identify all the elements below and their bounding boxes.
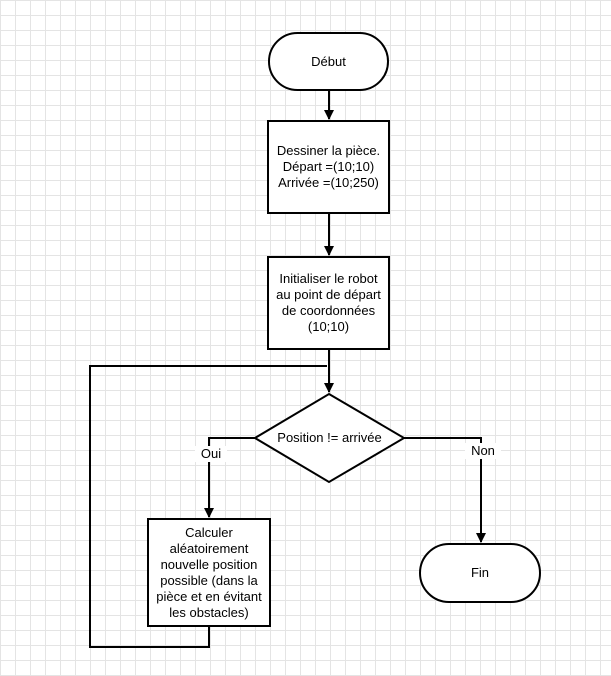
draw-room-line: Dessiner la pièce. [276,143,381,158]
end-terminator [419,543,541,603]
end-label: Fin [470,565,490,580]
init-robot-line: au point de départ [276,287,381,302]
draw-room-line: Arrivée =(10;250) [278,175,379,190]
compute-line: Calculer [185,524,233,540]
edge-decision-yes [204,437,255,518]
init-robot-line: de coordonnées [281,303,376,318]
position-decision [253,392,406,484]
compute-position-process [147,518,271,627]
compute-line: les obstacles) [169,604,249,620]
init-robot-process [267,256,390,350]
compute-line: possible (dans la [160,572,258,588]
compute-line: nouvelle position [160,556,258,572]
init-robot-label: Initialiser le robot au point de départ … [268,257,389,349]
start-label: Début [311,53,346,69]
compute-line: aléatoirement [169,540,249,556]
compute-position-label: Calculer aléatoirement nouvelle position… [148,519,270,626]
edge-decision-no [404,437,486,543]
edge-label-no: Non [465,443,501,459]
edge-label-yes: Oui [195,446,227,462]
decision-label: Position != arrivée [277,430,382,445]
compute-line: pièce et en évitant [156,588,262,604]
draw-room-label: Dessiner la pièce. Départ =(10;10) Arriv… [268,121,389,213]
start-terminator [268,32,389,91]
init-robot-line: (10;10) [307,319,350,334]
edge-loop-back [89,365,327,648]
draw-room-line: Départ =(10;10) [282,159,375,174]
draw-room-process [267,120,390,214]
init-robot-line: Initialiser le robot [279,271,378,286]
